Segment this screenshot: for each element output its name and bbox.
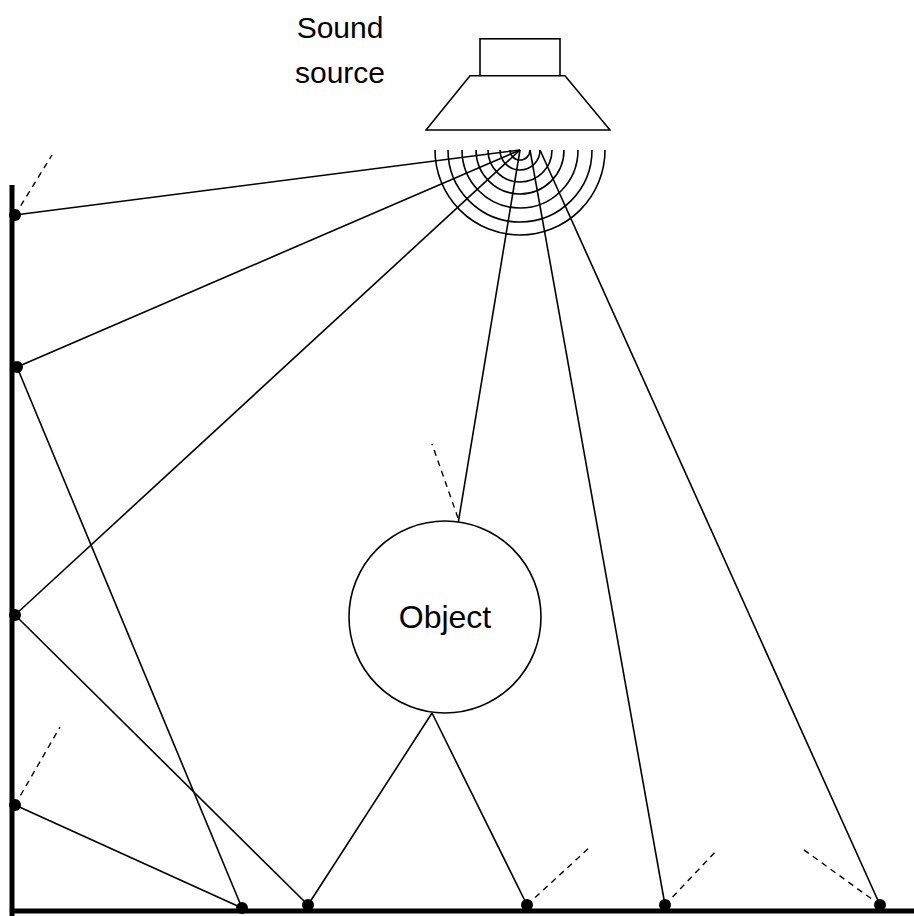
- sound-waves: [435, 150, 605, 235]
- sound-rays: [15, 150, 880, 908]
- sound-ray-connector: [458, 150, 520, 522]
- reflection-points: [9, 209, 886, 914]
- floor: [10, 909, 914, 914]
- object-label: Object: [348, 599, 542, 636]
- normal-lines: [15, 155, 880, 905]
- object-outline: [349, 521, 541, 713]
- speaker-node: Sound source: [425, 38, 611, 150]
- speaker-magnet: [480, 39, 560, 76]
- node-outline: [425, 38, 611, 150]
- speaker-cone: [426, 76, 610, 130]
- object-circle: Object: [348, 520, 542, 714]
- source-label: Sound source: [275, 5, 405, 95]
